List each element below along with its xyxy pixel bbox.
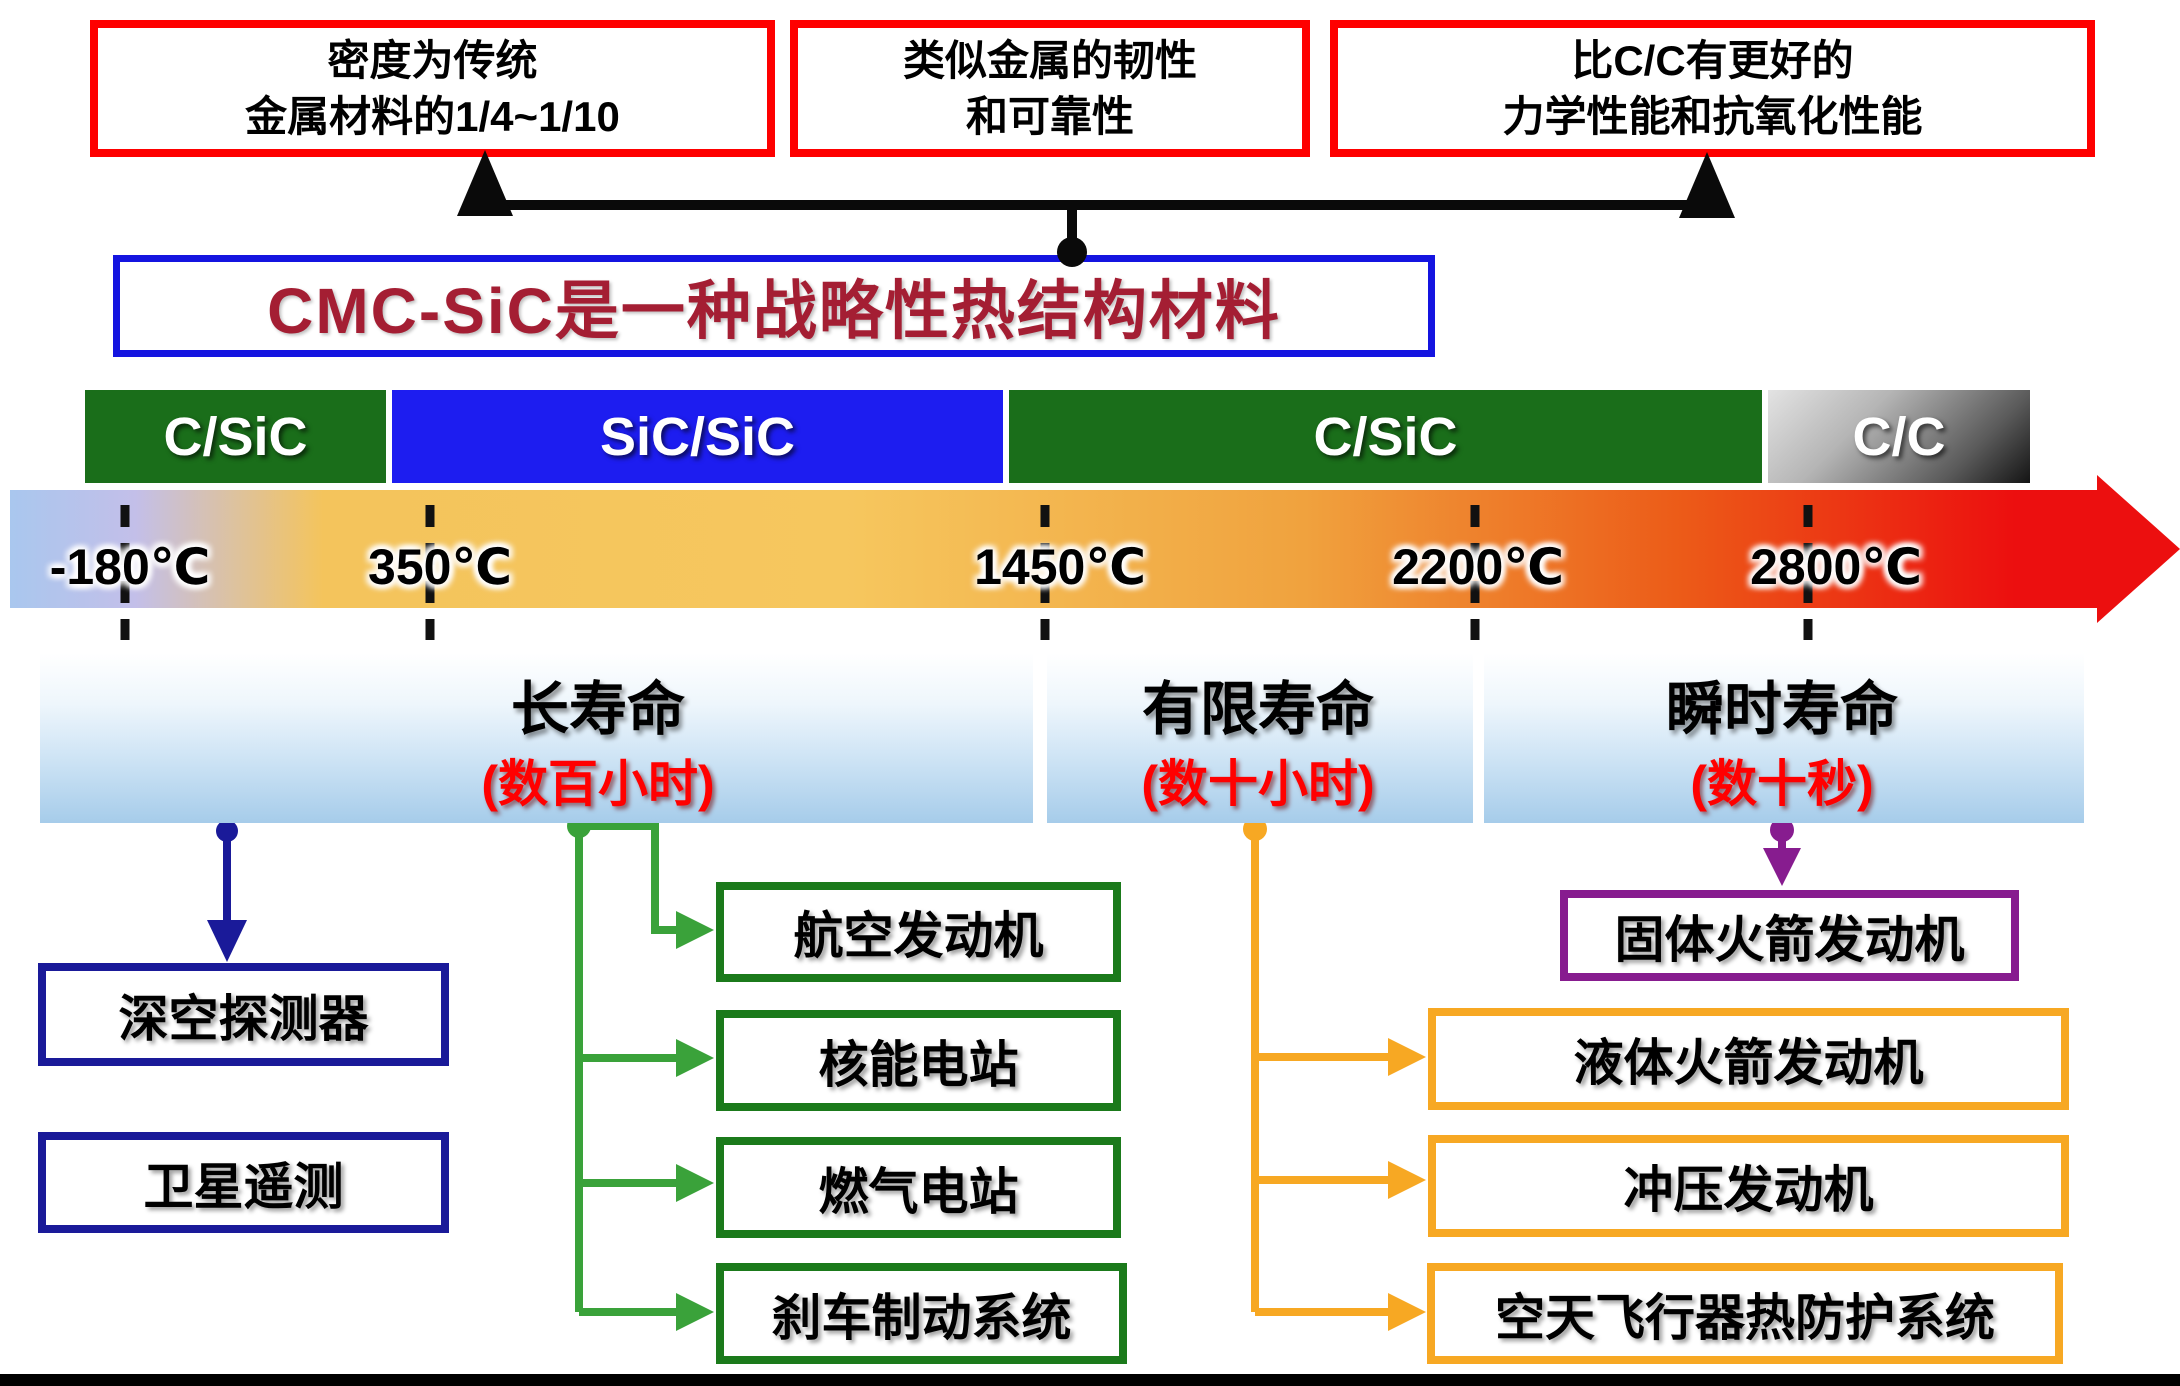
temp-tick-350: 350℃	[368, 539, 512, 595]
app-label: 深空探测器	[118, 990, 369, 1047]
bottom-border-bar	[0, 1374, 2180, 1386]
app-box-aero-engine: 航空发动机	[716, 882, 1121, 982]
purple-connector-instant-life	[1763, 818, 1801, 886]
material-label: C/C	[1852, 406, 1946, 467]
lifespan-panel-limited	[1047, 653, 1473, 823]
material-segment-sicsic: SiC/SiC	[392, 390, 1003, 483]
app-box-solid-rocket-engine: 固体火箭发动机	[1560, 890, 2019, 981]
lifespan-label-limited: 有限寿命	[1141, 677, 1375, 742]
app-box-deep-space-probe: 深空探测器	[38, 963, 449, 1066]
lifespan-label-long: 长寿命	[510, 677, 686, 742]
feature-density-line1: 密度为传统	[327, 37, 538, 85]
app-box-liquid-rocket-engine: 液体火箭发动机	[1428, 1008, 2069, 1110]
app-label: 核能电站	[818, 1036, 1019, 1093]
app-label: 燃气电站	[818, 1163, 1019, 1220]
material-segment-cc: C/C	[1768, 390, 2030, 483]
lifespan-duration-instant: (数十秒)	[1690, 756, 1874, 812]
temperature-arrowhead-icon	[2097, 475, 2180, 623]
material-label: C/SiC	[1313, 406, 1458, 467]
app-box-nuclear-plant: 核能电站	[716, 1010, 1121, 1111]
page-title: CMC-SiC是一种战略性热结构材料	[267, 275, 1281, 347]
material-segment-csic-left: C/SiC	[85, 390, 386, 483]
feature-toughness-line2: 和可靠性	[965, 92, 1134, 140]
feature-oxidation-line2: 力学性能和抗氧化性能	[1502, 92, 1923, 140]
title-to-features-connector	[457, 150, 1735, 267]
temp-tick-1450: 1450℃	[974, 539, 1146, 595]
app-label: 固体火箭发动机	[1614, 911, 1965, 968]
lifespan-label-instant: 瞬时寿命	[1665, 677, 1899, 742]
lifespan-panel-instant	[1484, 653, 2084, 823]
feature-box-oxidation: 比C/C有更好的 力学性能和抗氧化性能	[1330, 20, 2095, 157]
material-label: SiC/SiC	[599, 406, 796, 467]
app-label: 卫星遥测	[143, 1158, 344, 1215]
feature-density-line2: 金属材料的1/4~1/10	[245, 92, 620, 140]
app-label: 航空发动机	[793, 908, 1044, 964]
temp-tick-minus180: -180℃	[49, 539, 211, 595]
title-box: CMC-SiC是一种战略性热结构材料	[113, 255, 1435, 357]
temperature-gradient-bar	[10, 490, 2098, 608]
feature-box-density: 密度为传统 金属材料的1/4~1/10	[90, 20, 775, 157]
lifespan-duration-limited: (数十小时)	[1141, 756, 1375, 812]
app-label: 刹车制动系统	[771, 1289, 1072, 1346]
material-segment-csic-right: C/SiC	[1009, 390, 1762, 483]
app-box-brake-system: 刹车制动系统	[716, 1263, 1127, 1364]
feature-box-toughness: 类似金属的韧性 和可靠性	[790, 20, 1310, 157]
app-box-ramjet-engine: 冲压发动机	[1428, 1135, 2069, 1237]
temp-tick-2800: 2800℃	[1750, 539, 1922, 595]
material-label: C/SiC	[163, 406, 308, 467]
feature-toughness-line1: 类似金属的韧性	[902, 37, 1197, 85]
app-box-satellite-telemetry: 卫星遥测	[38, 1132, 449, 1233]
app-label: 冲压发动机	[1623, 1162, 1874, 1218]
temp-tick-2200: 2200℃	[1392, 539, 1564, 595]
app-label: 空天飞行器热防护系统	[1495, 1289, 1995, 1346]
app-box-gas-plant: 燃气电站	[716, 1137, 1121, 1238]
green-connector-long-life	[567, 814, 714, 1331]
app-label: 液体火箭发动机	[1573, 1035, 1924, 1091]
orange-connector-limited-life	[1243, 817, 1426, 1331]
app-box-aerospace-thermal-protection: 空天飞行器热防护系统	[1427, 1263, 2063, 1364]
lifespan-duration-long: (数百小时)	[481, 756, 715, 812]
lifespan-panel-long	[40, 653, 1033, 823]
feature-oxidation-line1: 比C/C有更好的	[1571, 37, 1854, 85]
navy-connector-deep-space	[207, 820, 247, 962]
